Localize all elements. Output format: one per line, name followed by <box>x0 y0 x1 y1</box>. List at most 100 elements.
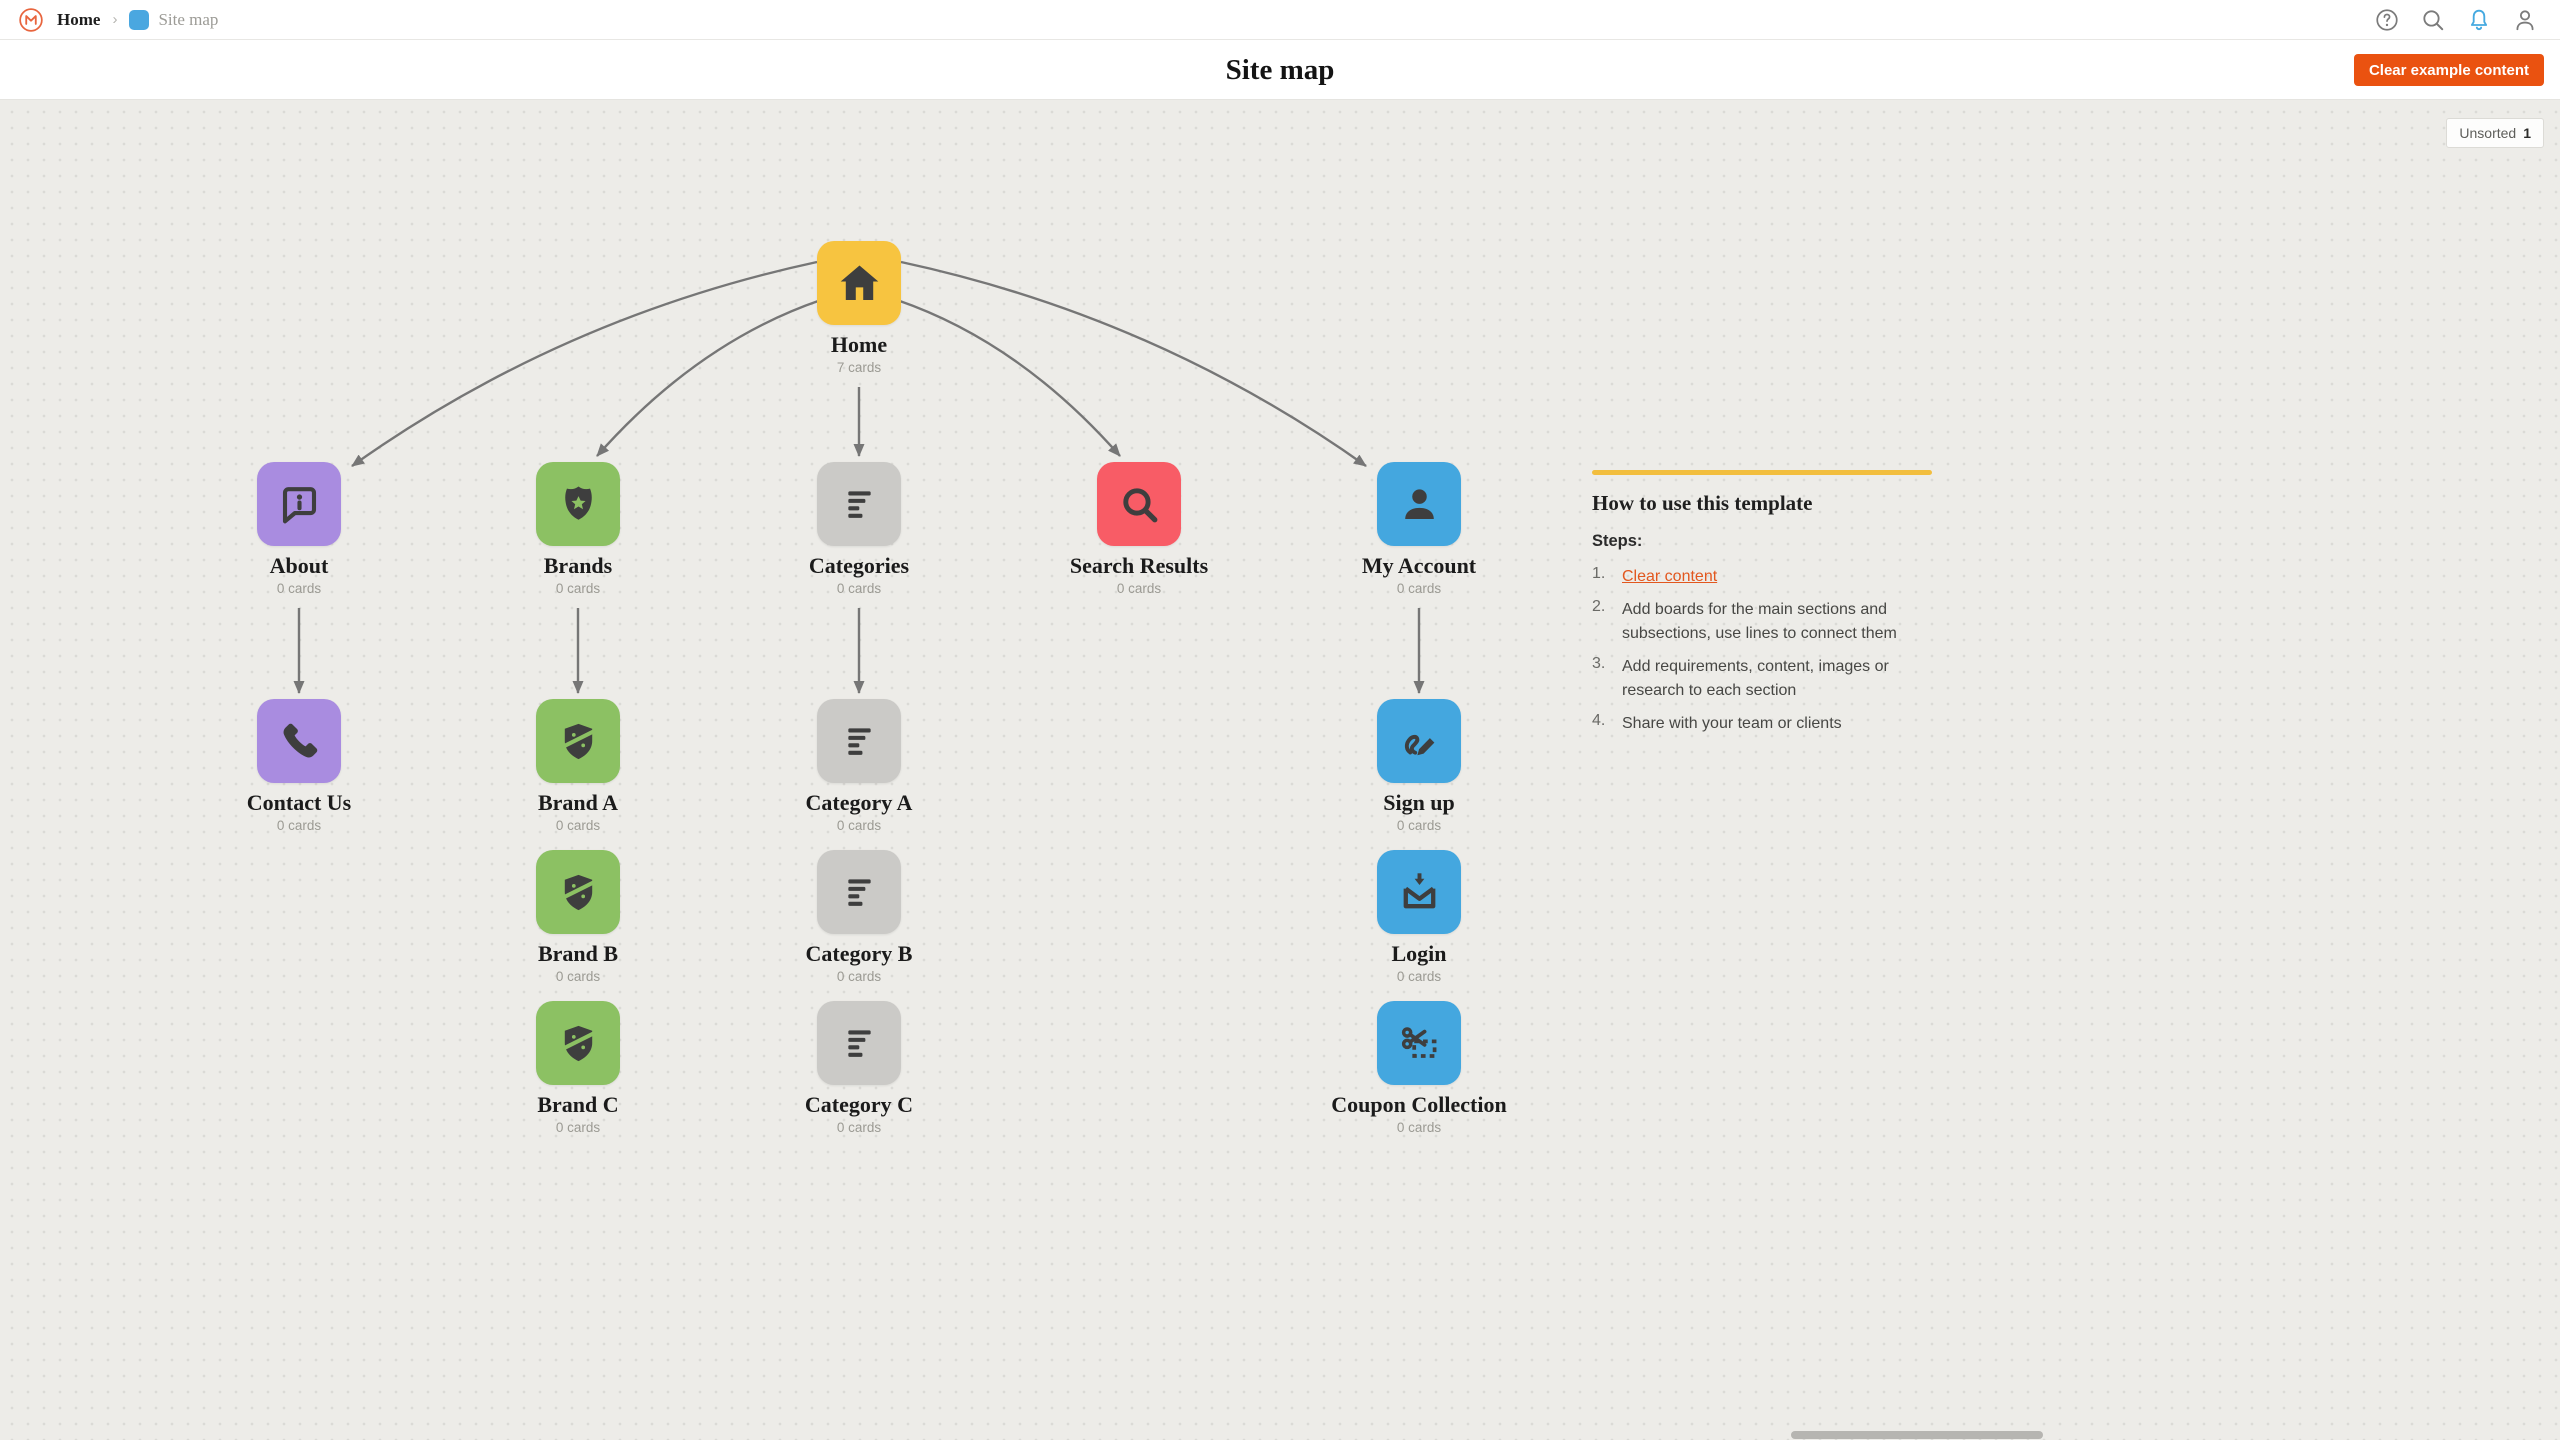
page-title[interactable]: Site map <box>1225 54 1335 86</box>
node-category-b: Category B 0 cards <box>739 850 979 984</box>
howto-panel: How to use this template Steps: 1.Clear … <box>1592 470 1932 745</box>
board-tile-brand-a[interactable] <box>536 699 620 783</box>
node-category-a: Category A 0 cards <box>739 699 979 833</box>
node-card-count: 7 cards <box>836 360 882 375</box>
node-card-count: 0 cards <box>555 1120 601 1135</box>
node-label[interactable]: Brand A <box>537 790 619 815</box>
node-label[interactable]: Category C <box>804 1092 914 1117</box>
text-lines-icon <box>847 727 871 755</box>
breadcrumb-separator: › <box>112 11 118 28</box>
coupon-scissors-icon <box>1401 1026 1436 1058</box>
board-tile-about[interactable] <box>257 462 341 546</box>
node-card-count: 0 cards <box>276 581 322 596</box>
board-tile-category-b[interactable] <box>817 850 901 934</box>
node-label[interactable]: About <box>269 553 329 578</box>
connector-arrow[interactable] <box>351 260 818 467</box>
node-label[interactable]: Brand B <box>537 941 619 966</box>
board-tile-brand-c[interactable] <box>536 1001 620 1085</box>
phone-icon <box>283 723 317 757</box>
node-label[interactable]: Home <box>830 332 888 357</box>
board-tile-search-results[interactable] <box>1097 462 1181 546</box>
node-label[interactable]: Login <box>1391 941 1447 966</box>
node-category-c: Category C 0 cards <box>739 1001 979 1135</box>
unsorted-badge[interactable]: Unsorted 1 <box>2446 118 2544 148</box>
topbar-actions <box>2374 7 2542 33</box>
node-card-count: 0 cards <box>1396 581 1442 596</box>
howto-step-number: 2. <box>1592 598 1606 615</box>
node-coupon-collection: Coupon Collection 0 cards <box>1299 1001 1539 1135</box>
signature-icon <box>1404 734 1434 755</box>
node-login: Login 0 cards <box>1299 850 1539 984</box>
howto-step: 1. Clear content <box>1592 565 1932 589</box>
node-card-count: 0 cards <box>836 969 882 984</box>
board-tile-login[interactable] <box>1377 850 1461 934</box>
node-label[interactable]: Search Results <box>1069 553 1209 578</box>
top-bar: Home › Site map <box>0 0 2560 40</box>
node-my-account: My Account 0 cards <box>1299 462 1539 596</box>
board-tile-brand-b[interactable] <box>536 850 620 934</box>
breadcrumb-current: Site map <box>158 9 219 29</box>
horizontal-scrollbar-thumb[interactable] <box>1791 1431 2043 1439</box>
inbox-arrow-icon <box>1403 872 1435 908</box>
node-label[interactable]: Sign up <box>1383 790 1455 815</box>
board-header: Site map Clear example content <box>0 40 2560 100</box>
node-label[interactable]: Category A <box>805 790 913 815</box>
node-card-count: 0 cards <box>1396 1120 1442 1135</box>
text-lines-icon <box>847 878 871 906</box>
board-tile-coupon-collection[interactable] <box>1377 1001 1461 1085</box>
info-bubble-icon <box>282 486 316 523</box>
node-label[interactable]: Coupon Collection <box>1331 1092 1507 1117</box>
account-icon[interactable] <box>2512 7 2538 33</box>
node-sign-up: Sign up 0 cards <box>1299 699 1539 833</box>
board-canvas[interactable]: Unsorted 1 <box>0 100 2560 1440</box>
howto-step-number: 1. <box>1592 565 1606 582</box>
howto-step: 3.Add requirements, content, images or r… <box>1592 655 1932 703</box>
node-search-results: Search Results 0 cards <box>1019 462 1259 596</box>
help-icon[interactable] <box>2374 7 2400 33</box>
node-card-count: 0 cards <box>555 818 601 833</box>
node-label[interactable]: Brands <box>543 553 613 578</box>
board-tile-my-account[interactable] <box>1377 462 1461 546</box>
board-tile-category-c[interactable] <box>817 1001 901 1085</box>
breadcrumb-home[interactable]: Home <box>57 9 101 29</box>
connector-arrow[interactable] <box>596 298 822 457</box>
howto-step: 4.Share with your team or clients <box>1592 712 1932 736</box>
board-tile-home[interactable] <box>817 241 901 325</box>
clear-content-link[interactable]: Clear content <box>1622 568 1718 585</box>
milanote-logo-icon[interactable] <box>18 7 44 33</box>
node-card-count: 0 cards <box>1116 581 1162 596</box>
node-card-count: 0 cards <box>836 1120 882 1135</box>
node-label[interactable]: My Account <box>1361 553 1477 578</box>
text-lines-icon <box>847 1029 871 1057</box>
node-label[interactable]: Contact Us <box>246 790 352 815</box>
howto-accent-divider <box>1592 470 1932 475</box>
node-brand-c: Brand C 0 cards <box>458 1001 698 1135</box>
howto-steps-label: Steps: <box>1592 532 1643 550</box>
clear-example-content-button[interactable]: Clear example content <box>2353 54 2544 86</box>
node-label[interactable]: Categories <box>808 553 910 578</box>
search-icon[interactable] <box>2420 7 2446 33</box>
connector-arrow[interactable] <box>900 260 1367 467</box>
node-card-count: 0 cards <box>555 969 601 984</box>
notifications-icon[interactable] <box>2466 7 2492 33</box>
board-tile-contact-us[interactable] <box>257 699 341 783</box>
board-tile-categories[interactable] <box>817 462 901 546</box>
node-card-count: 0 cards <box>1396 818 1442 833</box>
node-about: About 0 cards <box>179 462 419 596</box>
board-thumbnail-icon <box>129 9 150 30</box>
node-card-count: 0 cards <box>836 818 882 833</box>
board-tile-category-a[interactable] <box>817 699 901 783</box>
node-label[interactable]: Brand C <box>537 1092 619 1117</box>
badge-star-icon <box>564 485 592 520</box>
connector-arrow[interactable] <box>896 298 1121 457</box>
board-tile-brands[interactable] <box>536 462 620 546</box>
howto-step-number: 3. <box>1592 655 1606 672</box>
board-tile-sign-up[interactable] <box>1377 699 1461 783</box>
node-card-count: 0 cards <box>1396 969 1442 984</box>
node-label[interactable]: Category B <box>805 941 913 966</box>
